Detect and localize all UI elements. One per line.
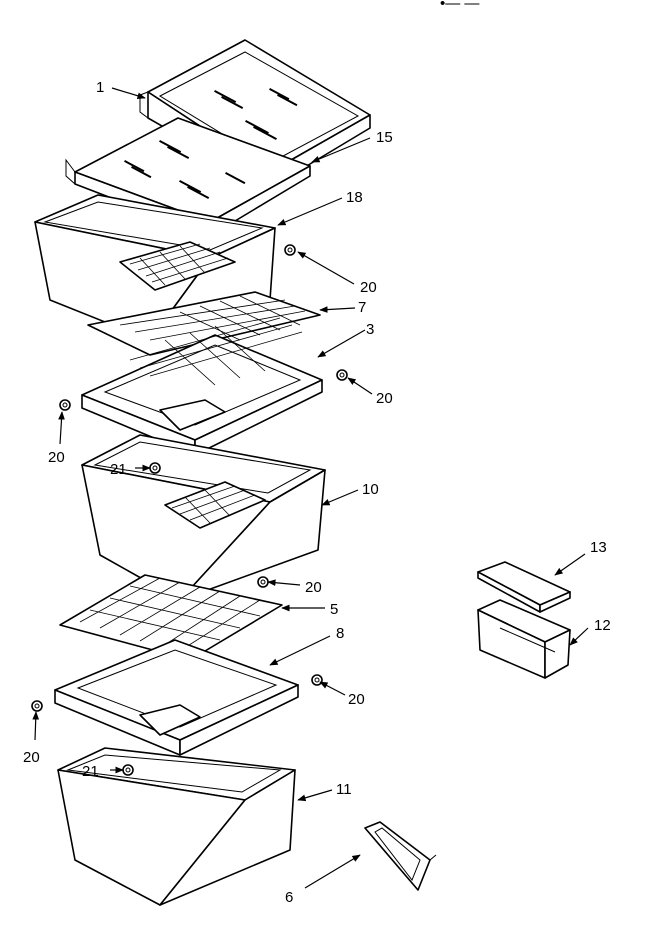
callout-label: 21 xyxy=(110,461,127,478)
drawer-cover-frame-2-part xyxy=(54,639,299,756)
bin-part xyxy=(477,599,571,679)
cover-grid xyxy=(129,317,303,386)
frame-part xyxy=(364,821,437,891)
clip-icon xyxy=(311,674,323,686)
callout-label: 1 xyxy=(96,79,104,96)
callout-label: 13 xyxy=(590,539,607,556)
callout-label: 8 xyxy=(336,625,344,642)
callout-label: 11 xyxy=(336,781,352,798)
callout-label: 12 xyxy=(594,617,611,634)
header-fragment: •— — xyxy=(440,0,479,12)
bottom-drawer-part xyxy=(57,747,296,906)
clip-icon xyxy=(122,764,134,776)
drawer-lid-rack-2-part xyxy=(59,574,283,661)
rack-grid xyxy=(119,295,306,341)
glass-reflection-marks xyxy=(214,87,298,140)
callout-label: 15 xyxy=(376,129,393,146)
callout-label: 7 xyxy=(358,299,366,316)
callout-label: 20 xyxy=(376,390,393,407)
callout-label: 3 xyxy=(366,321,374,338)
glass-reflection-marks-2 xyxy=(124,140,246,200)
callout-label: 20 xyxy=(360,279,377,296)
callout-leaders xyxy=(32,87,589,889)
bin-lid-part xyxy=(477,561,571,613)
callout-label: 20 xyxy=(305,579,322,596)
callout-label: 6 xyxy=(285,889,293,906)
callout-label: 5 xyxy=(330,601,338,618)
clip-icon xyxy=(149,462,161,474)
callout-labels: 1 15 18 20 7 3 20 20 21 10 20 5 8 20 20 … xyxy=(23,79,611,906)
callout-label: 21 xyxy=(82,763,99,780)
drawer-lid-rack-part xyxy=(87,291,321,356)
drawer-grille-2 xyxy=(171,485,256,524)
drawer-cover-frame-part xyxy=(81,317,323,456)
middle-drawer-part xyxy=(81,434,326,601)
clip-icon xyxy=(284,244,296,256)
rack-grid-2 xyxy=(79,577,261,655)
callout-label: 20 xyxy=(348,691,365,708)
callout-label: 18 xyxy=(346,189,363,206)
callout-label: 20 xyxy=(23,749,40,766)
callout-label: 10 xyxy=(362,481,379,498)
clip-icon xyxy=(257,576,269,588)
clip-icon xyxy=(59,399,71,411)
callout-label: 20 xyxy=(48,449,65,466)
clip-icon xyxy=(31,700,43,712)
drawer-grille xyxy=(129,243,229,286)
clip-icon xyxy=(336,369,348,381)
